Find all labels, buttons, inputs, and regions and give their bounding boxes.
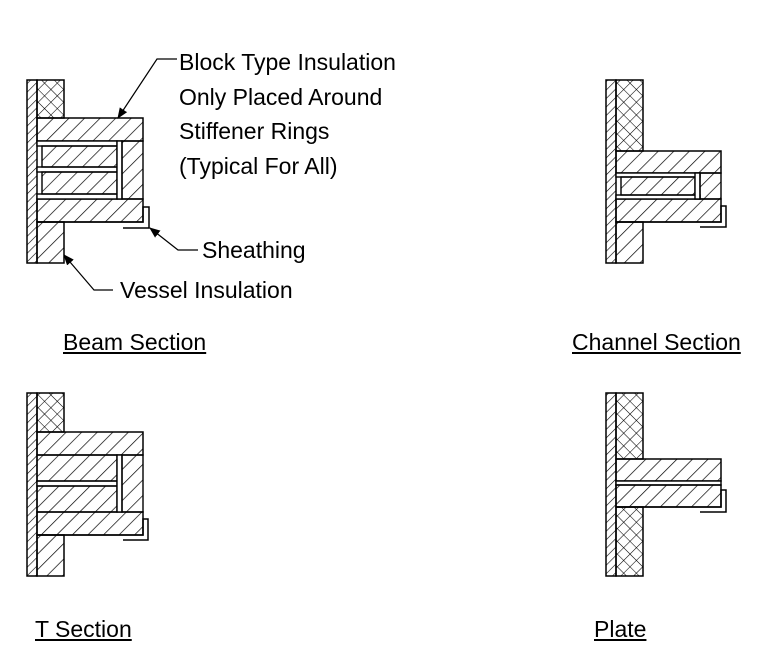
vessel-wall — [26, 392, 38, 577]
stiffener-insulation-upper — [41, 145, 118, 168]
vessel-insulation-upper — [615, 392, 644, 460]
vessel-insulation-lower — [36, 534, 65, 577]
vessel-wall — [605, 392, 617, 577]
block-type-label-line-3: Stiffener Rings — [179, 118, 330, 144]
vessel-insulation-lower — [615, 506, 644, 577]
t-section-title: T Section — [35, 616, 132, 642]
flange-plate — [116, 454, 123, 513]
vessel-wall — [605, 79, 617, 264]
channel-web — [694, 172, 701, 200]
plate-title: Plate — [594, 616, 647, 642]
vessel-insulation-label: Vessel Insulation — [120, 277, 293, 303]
t-section-detail — [26, 392, 149, 577]
web — [36, 166, 118, 173]
channel-section-title: Channel Section — [572, 329, 741, 355]
web-plate — [116, 140, 123, 200]
channel-insulation — [620, 176, 696, 196]
block-type-label-line-4: (Typical For All) — [179, 153, 338, 179]
block-insulation-top — [615, 458, 722, 482]
block-insulation-bottom — [615, 484, 722, 508]
block-type-leader — [117, 58, 177, 119]
vessel-insulation-upper — [36, 392, 65, 433]
block-insulation-bottom — [615, 198, 722, 223]
web — [36, 480, 118, 487]
block-insulation-bottom — [36, 198, 144, 223]
vessel-wall — [26, 79, 38, 264]
vessel-insulation-upper — [615, 79, 644, 152]
flange-top — [36, 140, 118, 147]
end-insulation — [699, 172, 722, 200]
plate-detail — [605, 392, 727, 577]
vessel-insulation-upper — [36, 79, 65, 119]
beam-section-detail — [26, 79, 150, 264]
end-insulation — [121, 454, 144, 513]
stiffener-insulation-lower — [41, 171, 118, 195]
vessel-insulation-lower — [36, 221, 65, 264]
block-insulation-bottom — [36, 511, 144, 536]
block-insulation-top — [36, 117, 144, 142]
stiffener-insulation-lower — [36, 485, 118, 513]
beam-section-title: Beam Section — [63, 329, 207, 355]
sheathing — [37, 206, 150, 229]
vessel-insulation-leader — [63, 254, 113, 291]
stiffener-insulation-upper — [36, 454, 118, 482]
block-insulation-top — [615, 150, 722, 174]
end-insulation — [121, 140, 144, 200]
leader-lines — [63, 58, 198, 291]
sheathing — [616, 489, 727, 513]
channel-section-detail — [605, 79, 727, 264]
flange-bottom — [36, 193, 118, 200]
block-insulation-top — [36, 431, 144, 456]
sheathing — [37, 518, 149, 541]
block-type-label-line-2: Only Placed Around — [179, 84, 383, 110]
vessel-insulation-lower — [615, 221, 644, 264]
sheathing-label: Sheathing — [202, 237, 306, 263]
sheathing-leader — [149, 227, 198, 251]
block-type-label-line-1: Block Type Insulation — [179, 49, 396, 75]
sheathing — [616, 205, 727, 228]
